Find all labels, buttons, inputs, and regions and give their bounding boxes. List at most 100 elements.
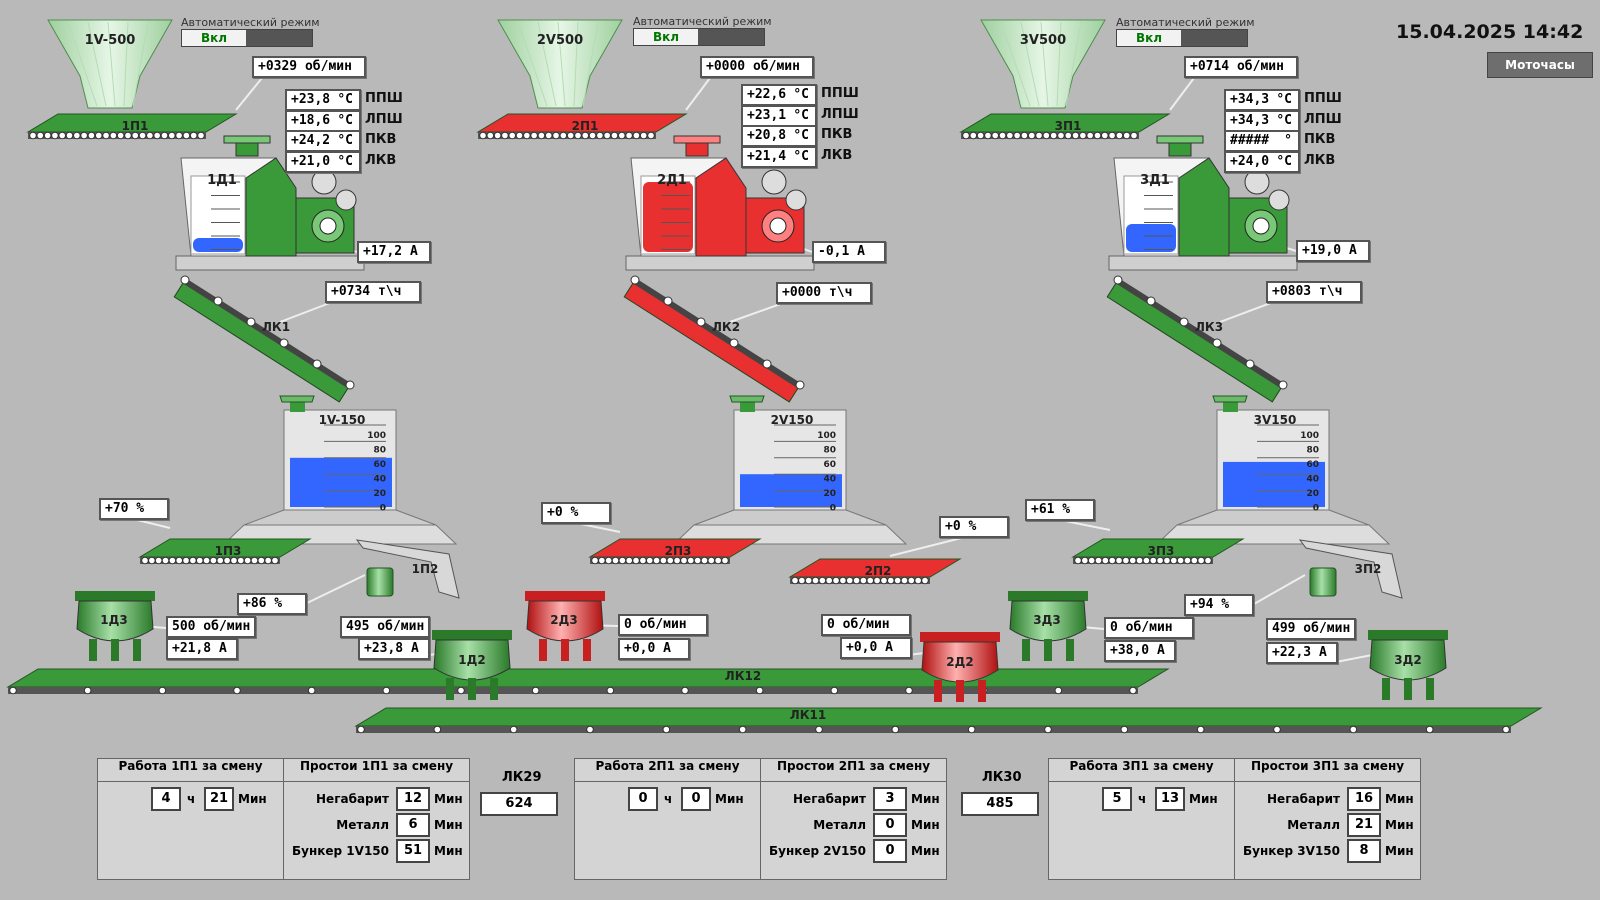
feeder3-2-roller: [632, 556, 640, 565]
feeder-2-roller: [581, 131, 590, 140]
idle-unit-1-1: Мин: [434, 818, 463, 832]
conveyor-lk11-roller: [1044, 725, 1052, 734]
feeder3-1-roller: [264, 556, 272, 565]
incline-1-roller: [279, 338, 289, 348]
feeder-3-roller: [1049, 131, 1058, 140]
incline-2-roller: [729, 338, 739, 348]
incline-3-roller: [1146, 296, 1156, 306]
bunker-label-1: 1V-150: [319, 413, 366, 427]
feeder-2-roller: [647, 131, 655, 140]
feeder3-label-2: 2П3: [665, 544, 692, 558]
temp-unit-3-1: °C: [1276, 112, 1292, 128]
feeder2-2-roller: [866, 576, 875, 585]
bunker-1-level: [290, 457, 392, 507]
temp-value-1-1: +18,6°C: [285, 109, 361, 132]
work-mins-1: 21: [204, 787, 234, 811]
feeder3-3-roller: [1190, 556, 1199, 565]
temp-name-3-0: ППШ: [1304, 91, 1342, 106]
work-hours-unit-1: ч: [187, 792, 196, 806]
feeder3-2-roller: [611, 556, 620, 565]
drum3-speed-2: 0 об/мин: [618, 614, 708, 636]
feeder2-2-roller: [832, 576, 840, 585]
feeder3-2-roller: [714, 556, 722, 565]
temp-name-3-2: ПКВ: [1304, 132, 1336, 147]
chute-label-1: 1П2: [412, 562, 439, 576]
feeder3-label-3: 3П3: [1148, 544, 1175, 558]
drum3-label-2: 2Д3: [550, 613, 577, 627]
hopper-1: [47, 19, 173, 109]
incline-label-1: ЛК1: [262, 320, 290, 334]
feeder3-1-roller: [271, 556, 279, 565]
idle-unit-1-0: Мин: [434, 792, 463, 806]
feeder-2-roller: [523, 131, 531, 140]
drum3-3-leg: [1022, 639, 1030, 661]
drum3-3: [1008, 591, 1088, 661]
feeder3-1-roller: [168, 556, 177, 565]
conveyor-lk12-roller: [905, 686, 913, 695]
feeder-3-roller: [1020, 131, 1029, 140]
drum2-2-leg: [956, 680, 964, 702]
feeder-3-roller: [1064, 131, 1073, 140]
feeder3-3-roller: [1204, 556, 1212, 565]
incline-1-body: [173, 279, 351, 403]
drum2-3-leg: [1426, 678, 1434, 700]
feeder-1-roller: [167, 131, 176, 140]
conveyor-lk12-roller: [233, 686, 241, 695]
conveyor-lk11-roller: [1425, 725, 1434, 734]
motohours-button[interactable]: Моточасы: [1487, 52, 1593, 78]
incline-3-roller: [1278, 380, 1288, 390]
mode-switch-3[interactable]: Вкл: [1116, 29, 1248, 47]
bunker-tick-2-2: 60: [823, 460, 836, 470]
incline-2-rail: [631, 277, 803, 389]
feeder-1-roller: [87, 131, 96, 140]
feeder3-1-roller: [202, 556, 211, 565]
drum2-label-1: 1Д2: [458, 653, 485, 667]
feeder3-3-roller: [1163, 556, 1171, 565]
feeder2-2-roller: [811, 576, 820, 585]
idle-value-3-2: 8: [1347, 839, 1381, 863]
drum3-2-leg: [583, 639, 591, 661]
temp-name-1-1: ЛПШ: [365, 111, 403, 127]
feeder-3-roller: [1122, 131, 1131, 140]
leader-flow-2: [729, 301, 787, 323]
feeder3-pct-3: +61 %: [1025, 499, 1095, 521]
crusher-3-fan2: [1268, 189, 1290, 211]
incline-1-roller: [312, 359, 322, 369]
idle-label-1-0: Негабарит: [316, 792, 389, 806]
feeder3-2-roller: [652, 556, 661, 565]
counter-lk30-label: ЛК30: [982, 770, 1022, 785]
conveyor-lk11-roller: [509, 725, 518, 734]
feeder3-1-roller: [182, 556, 190, 565]
hopper-3-body: [980, 19, 1106, 109]
feeder-2-roller: [559, 131, 568, 140]
feeder3-2-roller: [707, 556, 716, 565]
temp-value-1-3: +21,0°C: [285, 150, 361, 173]
feeder2-2-roller: [852, 576, 861, 585]
mode-switch-1[interactable]: Вкл: [181, 29, 313, 47]
conveyor-lk11-roller: [891, 725, 900, 734]
conveyor-flow-2: +0000 т\ч: [776, 282, 872, 304]
feeder-1-roller: [116, 131, 125, 140]
incline-label-2: ЛК2: [712, 320, 740, 334]
crusher-3: [1108, 135, 1298, 271]
work-title-2: Работа 2П1 за смену: [575, 759, 760, 782]
idle-label-2-0: Негабарит: [793, 792, 866, 806]
feeder3-2-roller: [673, 556, 681, 565]
conveyor-lk11-roller: [433, 725, 442, 734]
feeder-1-roller: [36, 131, 45, 140]
temp-name-2-2: ПКВ: [821, 127, 853, 142]
drum3-3-leg: [1066, 639, 1074, 661]
idle-value-2-2: 0: [873, 839, 907, 863]
bunker-2: [672, 395, 908, 545]
feeder-1-roller: [138, 131, 147, 140]
incline-3: [1106, 275, 1288, 403]
feeder3-1-roller: [257, 556, 266, 565]
crusher-1-frame: [175, 255, 365, 271]
mode-caption-1: Автоматический режим: [181, 16, 320, 29]
feeder3-3-roller: [1169, 556, 1178, 565]
incline-1: [173, 275, 355, 403]
conveyor-lk12-roller: [830, 686, 839, 695]
bunker-tick-1-3: 40: [373, 475, 386, 485]
mode-switch-2[interactable]: Вкл: [633, 28, 765, 46]
conveyor-lk11-roller: [1120, 725, 1129, 734]
